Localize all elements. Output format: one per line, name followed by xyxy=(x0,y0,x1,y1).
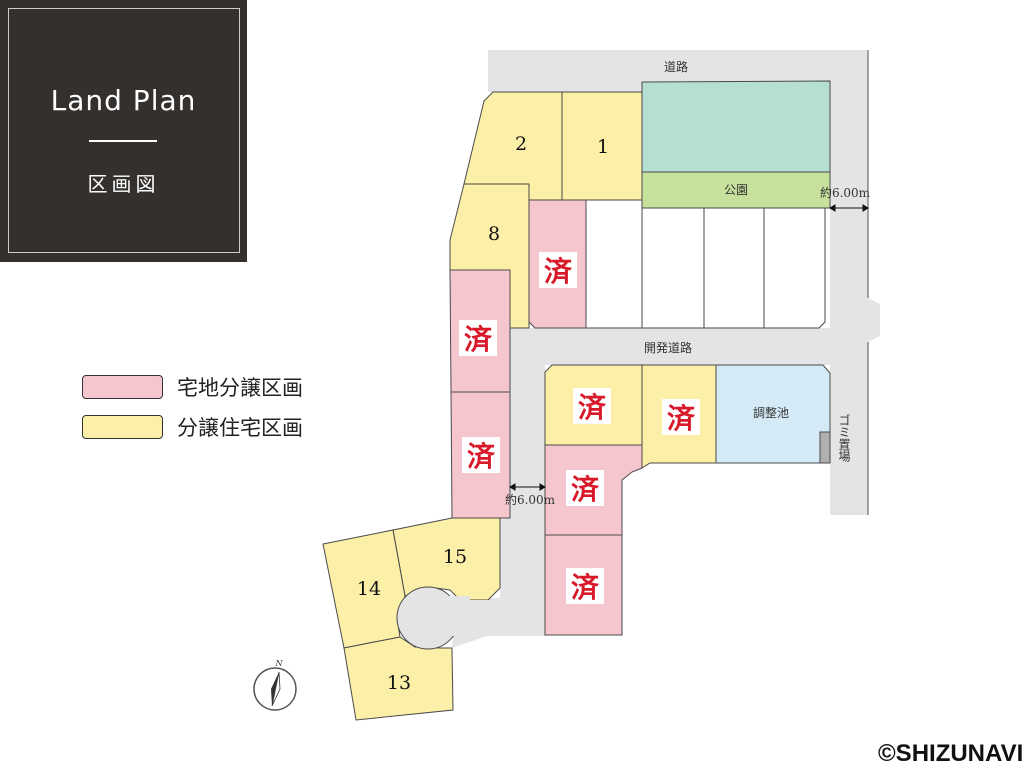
lot-number: 8 xyxy=(488,223,500,245)
park-upper xyxy=(641,80,831,173)
lot-blank xyxy=(585,199,643,329)
lot-13[interactable] xyxy=(343,636,454,721)
sold-mark: 済 xyxy=(667,402,696,435)
copyright-watermark: ©SHIZUNAVI xyxy=(878,740,1024,767)
garbage-station xyxy=(819,431,831,464)
lot-number: 13 xyxy=(387,672,411,694)
sold-mark: 済 xyxy=(571,571,600,604)
sold-mark: 済 xyxy=(467,440,496,473)
sold-mark: 済 xyxy=(464,323,493,356)
title-divider xyxy=(89,140,157,142)
title-english: Land Plan xyxy=(50,84,197,117)
sold-mark: 済 xyxy=(578,391,607,424)
road-right-notch xyxy=(868,298,880,342)
legend-swatch-pink xyxy=(82,375,163,399)
garbage-station-label: ゴミ置場 xyxy=(837,413,851,463)
pond-label: 調整池 xyxy=(753,405,789,420)
lot-blank xyxy=(763,207,826,329)
development-road-label: 開発道路 xyxy=(644,340,692,355)
legend-item-house-for-sale: 分譲住宅区画 xyxy=(82,412,303,442)
legend-swatch-yellow xyxy=(82,415,163,439)
road-width-middle: 約6.00m xyxy=(505,492,556,507)
title-panel: Land Plan 区画図 xyxy=(0,0,247,262)
lot-blank xyxy=(703,207,765,329)
road-right xyxy=(830,50,868,515)
legend-label: 分譲住宅区画 xyxy=(177,416,303,440)
title-japanese: 区画図 xyxy=(87,172,160,196)
title-frame xyxy=(8,8,240,253)
lot-blank xyxy=(641,207,705,329)
dimension-arrows xyxy=(509,204,869,491)
retention-pond xyxy=(715,364,831,464)
legend-item-residential-land: 宅地分譲区画 xyxy=(82,372,303,402)
lot-number: 15 xyxy=(443,546,467,568)
sold-mark: 済 xyxy=(571,473,600,506)
road-development xyxy=(510,328,868,365)
lot-number: 2 xyxy=(515,133,527,155)
road-width-right: 約6.00m xyxy=(820,185,871,200)
legend-label: 宅地分譲区画 xyxy=(177,376,303,400)
north-label: N xyxy=(275,659,284,668)
lot-number: 1 xyxy=(597,136,609,158)
north-arrow-icon: N xyxy=(253,659,297,711)
sold-mark: 済 xyxy=(544,255,573,288)
park-label: 公園 xyxy=(724,183,748,197)
road-top-label: 道路 xyxy=(664,59,688,74)
lot-number: 14 xyxy=(357,578,381,600)
